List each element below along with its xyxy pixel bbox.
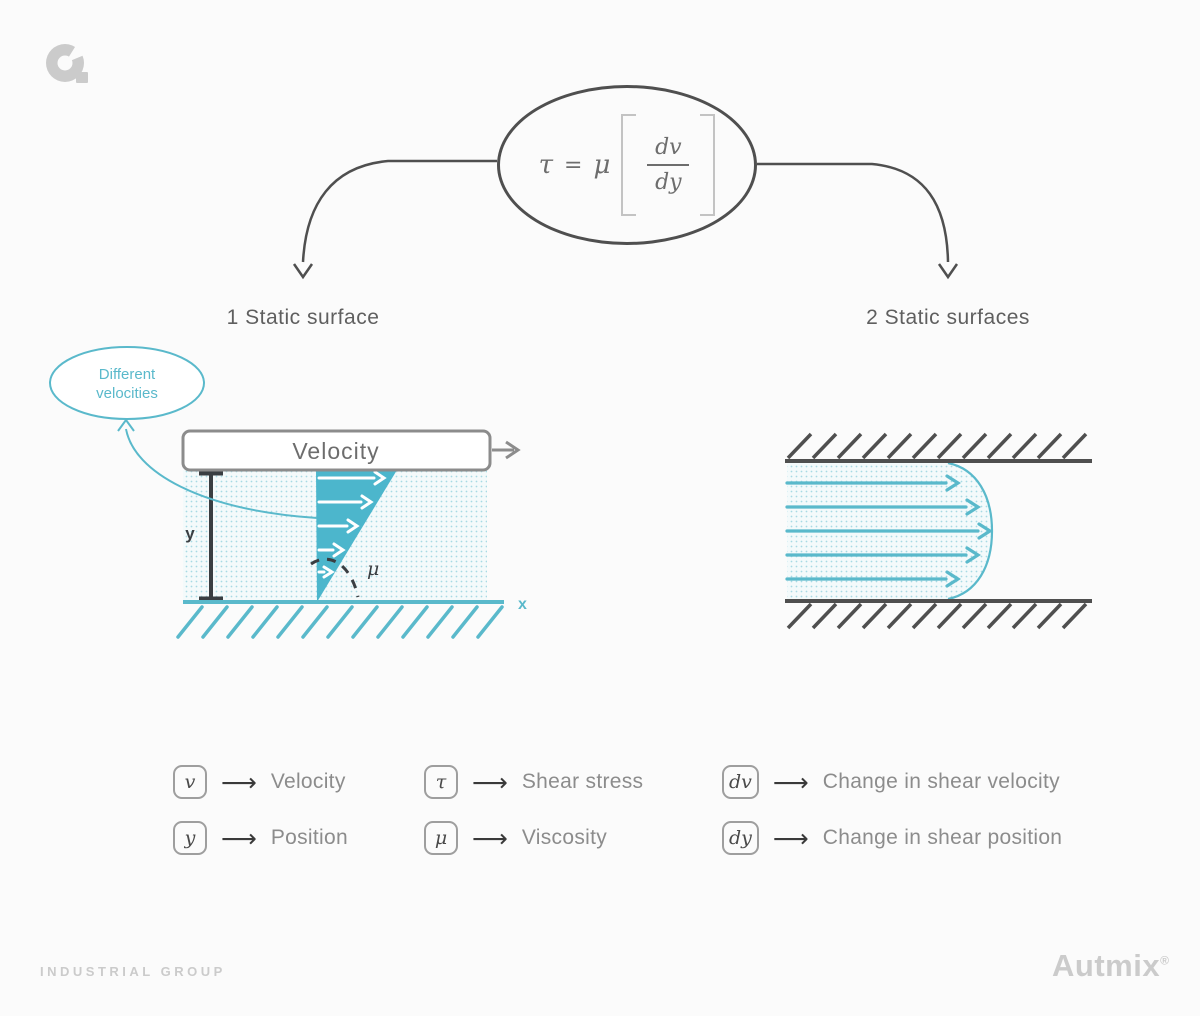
- symbol-box-v: v: [173, 765, 207, 799]
- legend-label-change-shear-velocity: Change in shear velocity: [822, 770, 1060, 793]
- callout-text-line1: Different: [99, 366, 156, 383]
- top-wall-hatching: [786, 432, 1088, 460]
- right-bracket: [700, 114, 716, 216]
- velocity-profile-arrows: [317, 470, 387, 579]
- y-measure: y: [185, 470, 223, 602]
- callout-ellipse: [49, 346, 205, 420]
- left-branch-arrow-line: [301, 159, 497, 263]
- flow-arrows: [785, 474, 993, 588]
- legend-label-shear-stress: Shear stress: [521, 770, 644, 793]
- symbol-box-tau: τ: [424, 765, 458, 799]
- legend-item-y: y ⟶ Position: [173, 821, 348, 855]
- symbol-box-mu: μ: [424, 821, 458, 855]
- left-branch-label: 1 Static surface: [226, 306, 380, 329]
- left-branch-arrowhead-icon: [292, 263, 314, 280]
- formula-equals: =: [564, 152, 583, 178]
- symbol-box-y: y: [173, 821, 207, 855]
- legend-item-v: v ⟶ Velocity: [173, 765, 348, 799]
- y-axis-label: y: [185, 524, 195, 543]
- symbol-box-dy: dy: [722, 821, 759, 855]
- legend-label-change-shear-position: Change in shear position: [822, 826, 1063, 849]
- legend-column-2: τ ⟶ Shear stress μ ⟶ Viscosity: [424, 765, 643, 855]
- legend-arrow-icon: ⟶: [472, 767, 508, 797]
- profile-arrowhead-icon: [373, 470, 387, 486]
- callout-text-line2: velocities: [96, 385, 158, 402]
- dv-dy-fraction: dv dy: [647, 134, 690, 196]
- velocity-box-label: Velocity: [292, 438, 379, 464]
- flow-arrowhead-icon: [945, 474, 961, 492]
- mu-angle-arc: [310, 557, 360, 598]
- legend-item-dy: dy ⟶ Change in shear position: [722, 821, 1062, 855]
- right-branch-label: 2 Static surfaces: [866, 306, 1030, 329]
- formula-ellipse: τ = μ dv dy: [497, 85, 757, 245]
- legend-arrow-icon: ⟶: [221, 823, 257, 853]
- left-bracket: [621, 114, 637, 216]
- legend-column-1: v ⟶ Velocity y ⟶ Position: [173, 765, 348, 855]
- flow-arrowhead-icon: [965, 546, 981, 564]
- flow-arrowhead-icon: [965, 498, 981, 516]
- flow-arrowhead-icon: [945, 570, 961, 588]
- profile-arrowhead-icon: [346, 518, 360, 534]
- footer-brand: Autmix®: [1052, 948, 1169, 984]
- legend-arrow-icon: ⟶: [772, 823, 809, 853]
- mu-angle-label: μ: [367, 558, 379, 580]
- formula-tau: τ: [538, 150, 554, 180]
- right-branch-arrow-line: [757, 162, 950, 263]
- two-static-surfaces-diagram: [785, 432, 1092, 630]
- ground-hatching: [176, 605, 504, 639]
- x-axis-label: x: [518, 596, 527, 613]
- callout-connector-line: [125, 428, 318, 519]
- bottom-wall-hatching: [786, 602, 1088, 630]
- autmix-logo-icon: [46, 39, 94, 83]
- legend-arrow-icon: ⟶: [772, 767, 809, 797]
- legend-arrow-icon: ⟶: [472, 823, 508, 853]
- registered-mark: ®: [1160, 953, 1170, 968]
- legend-label-position: Position: [270, 826, 348, 849]
- viscosity-formula: τ = μ dv dy: [539, 114, 716, 216]
- profile-arrowhead-icon: [360, 494, 374, 510]
- logo-notch: [65, 39, 94, 63]
- legend-arrow-icon: ⟶: [221, 767, 257, 797]
- fraction-bar: [647, 164, 690, 166]
- formula-mu: μ: [593, 150, 611, 180]
- right-branch-arrowhead-icon: [937, 263, 959, 280]
- callout-arrowhead-icon: [117, 418, 135, 432]
- legend-item-dv: dv ⟶ Change in shear velocity: [722, 765, 1062, 799]
- footer-industrial-group: INDUSTRIAL GROUP: [40, 964, 226, 979]
- logo-foot: [76, 72, 88, 83]
- fraction-denominator: dy: [655, 170, 682, 195]
- brand-name: Autmix: [1052, 948, 1161, 983]
- legend-label-velocity: Velocity: [270, 770, 346, 793]
- velocity-arrowhead-icon: [505, 440, 521, 460]
- velocity-box: [181, 429, 492, 472]
- legend-column-3: dv ⟶ Change in shear velocity dy ⟶ Chang…: [722, 765, 1062, 855]
- legend-label-viscosity: Viscosity: [521, 826, 608, 849]
- legend-item-tau: τ ⟶ Shear stress: [424, 765, 643, 799]
- profile-arrowhead-icon: [332, 542, 346, 558]
- one-static-surface-diagram: y μ x Velocity Different velocities: [49, 346, 527, 639]
- symbol-box-dv: dv: [722, 765, 759, 799]
- fraction-numerator: dv: [655, 134, 682, 160]
- flow-arrowhead-icon: [977, 522, 993, 540]
- profile-arrowhead-icon: [322, 565, 335, 579]
- legend-item-mu: μ ⟶ Viscosity: [424, 821, 643, 855]
